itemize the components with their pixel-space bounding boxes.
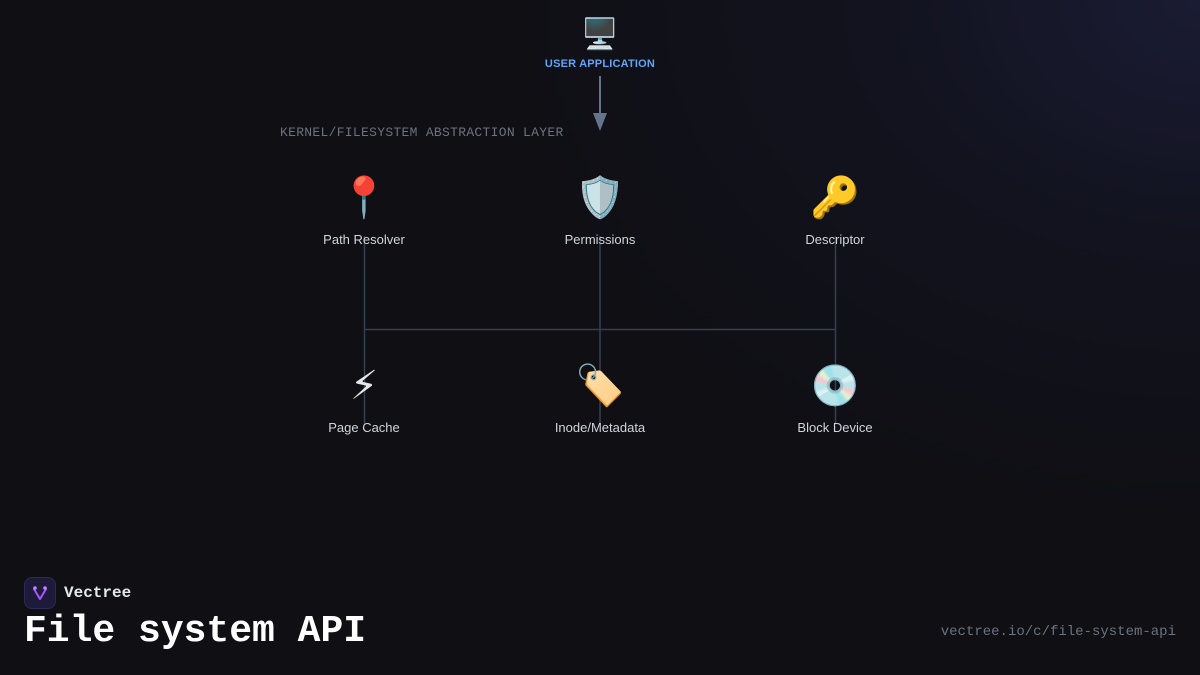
node-page-cache: ⚡ Page Cache (274, 362, 454, 435)
node-inode-metadata: 🏷️ Inode/Metadata (510, 362, 690, 435)
brand: Vectree (24, 577, 131, 609)
node-label: Inode/Metadata (554, 420, 646, 435)
arrow-head-icon (593, 113, 607, 131)
disc-icon: 💿 (810, 363, 860, 409)
brand-name: Vectree (64, 584, 132, 602)
node-label: Page Cache (328, 420, 400, 435)
layer-label: KERNEL/FILESYSTEM ABSTRACTION LAYER (280, 125, 564, 140)
pushpin-icon: 📍 (339, 175, 389, 221)
node-label: Permissions (564, 232, 636, 247)
lightning-icon: ⚡ (349, 363, 379, 409)
user-application-node: 🖥️ USER APPLICATION (500, 16, 700, 70)
user-application-label: USER APPLICATION (544, 58, 656, 70)
page-title: File system API (24, 610, 367, 653)
shield-icon: 🛡️ (575, 175, 625, 221)
node-descriptor: 🔑 Descriptor (745, 174, 925, 247)
key-icon: 🔑 (810, 175, 860, 221)
node-label: Path Resolver (323, 232, 405, 247)
node-label: Block Device (797, 420, 873, 435)
page-url[interactable]: vectree.io/c/file-system-api (940, 624, 1176, 640)
node-path-resolver: 📍 Path Resolver (274, 174, 454, 247)
vectree-logo-icon (24, 577, 56, 609)
node-label: Descriptor (805, 232, 865, 247)
desktop-computer-icon: 🖥️ (581, 17, 619, 52)
node-permissions: 🛡️ Permissions (510, 174, 690, 247)
node-block-device: 💿 Block Device (745, 362, 925, 435)
tag-icon: 🏷️ (575, 363, 625, 409)
